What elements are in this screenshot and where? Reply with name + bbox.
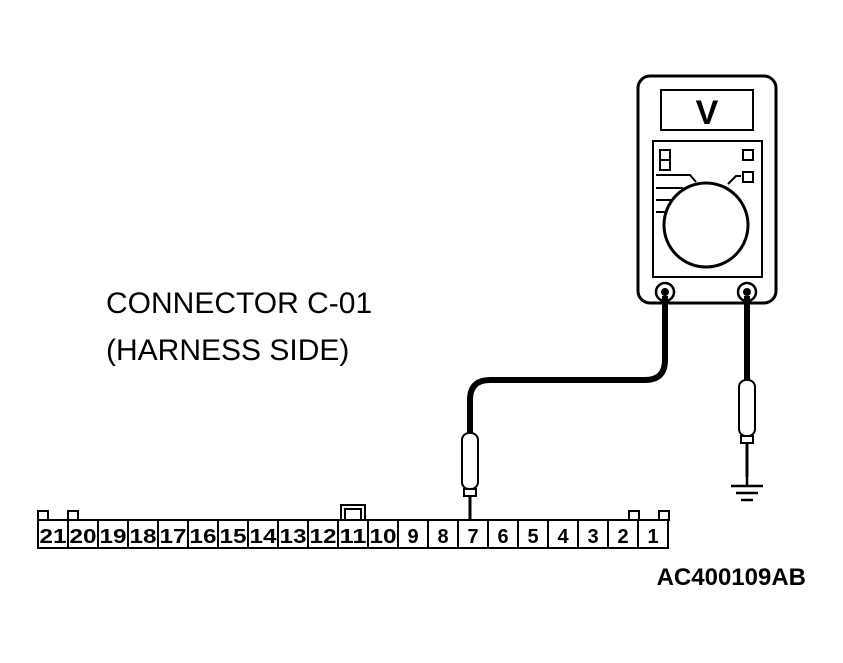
probe-tip-right <box>738 379 756 477</box>
pin-number: 13 <box>280 526 307 548</box>
connector-pin-7: 7 <box>457 520 479 548</box>
pin-number: 6 <box>497 526 508 548</box>
pin-number: 18 <box>130 526 157 548</box>
connector-pin-18: 18 <box>127 520 157 548</box>
ground-icon <box>731 466 763 502</box>
connector-pin-11: 11 <box>337 520 367 548</box>
pin-number: 8 <box>437 526 448 548</box>
connector-pin-20: 20 <box>67 520 97 548</box>
connector-pin-14: 14 <box>247 520 278 548</box>
pin-number: 9 <box>407 526 418 548</box>
connector-label-line1: CONNECTOR C-01 <box>106 287 372 320</box>
pin-number: 16 <box>190 526 217 548</box>
connector-pin-10: 10 <box>367 520 397 548</box>
pin-number: 19 <box>100 526 127 548</box>
probe-lead-left <box>467 296 668 433</box>
connector-pin-9: 9 <box>397 520 419 548</box>
pin-number: 10 <box>370 526 397 548</box>
multimeter: V <box>636 74 778 305</box>
figure-id: AC400109AB <box>657 564 806 591</box>
mode-button-top <box>742 149 754 161</box>
pin-number: 15 <box>220 526 247 548</box>
connector-pin-17: 17 <box>157 520 187 548</box>
connector-pin-12: 12 <box>307 520 337 548</box>
connector-pin-8: 8 <box>427 520 449 548</box>
connector-pin-4: 4 <box>547 520 569 548</box>
pin-number: 3 <box>587 526 598 548</box>
connector-pin-6: 6 <box>487 520 509 548</box>
connector-label-line2: (HARNESS SIDE) <box>106 334 349 367</box>
pin-number: 11 <box>340 526 367 548</box>
connector-pin-3: 3 <box>577 520 599 548</box>
connector-pin-13: 13 <box>277 520 307 548</box>
connector-pin-19: 19 <box>97 520 127 548</box>
mode-button-bottom <box>742 171 754 183</box>
selector-dial <box>662 181 750 269</box>
pin-number: 4 <box>557 526 569 548</box>
connector-pin-2: 2 <box>607 520 629 548</box>
pin-number: 12 <box>310 526 337 548</box>
pin-number: 17 <box>160 526 187 548</box>
pin-number: 1 <box>647 526 658 548</box>
pin-number: 2 <box>617 526 628 548</box>
connector-pin-21: 21 <box>40 526 67 548</box>
multimeter-display <box>660 89 754 131</box>
connector-pin-5: 5 <box>517 520 539 548</box>
multimeter-display-text: V <box>696 94 719 132</box>
connector-housing <box>37 519 669 549</box>
probe-tip-left <box>461 432 479 520</box>
pin-number: 20 <box>70 526 97 548</box>
connector-pin-15: 15 <box>217 520 247 548</box>
connector-key <box>340 504 366 521</box>
connector-pin-1: 1 <box>637 520 659 548</box>
pin-number: 5 <box>527 526 538 548</box>
pin-number: 21 <box>40 526 67 548</box>
pin-number: 14 <box>250 526 278 548</box>
connector-pin-16: 16 <box>187 520 217 548</box>
pin-number: 7 <box>467 526 478 548</box>
